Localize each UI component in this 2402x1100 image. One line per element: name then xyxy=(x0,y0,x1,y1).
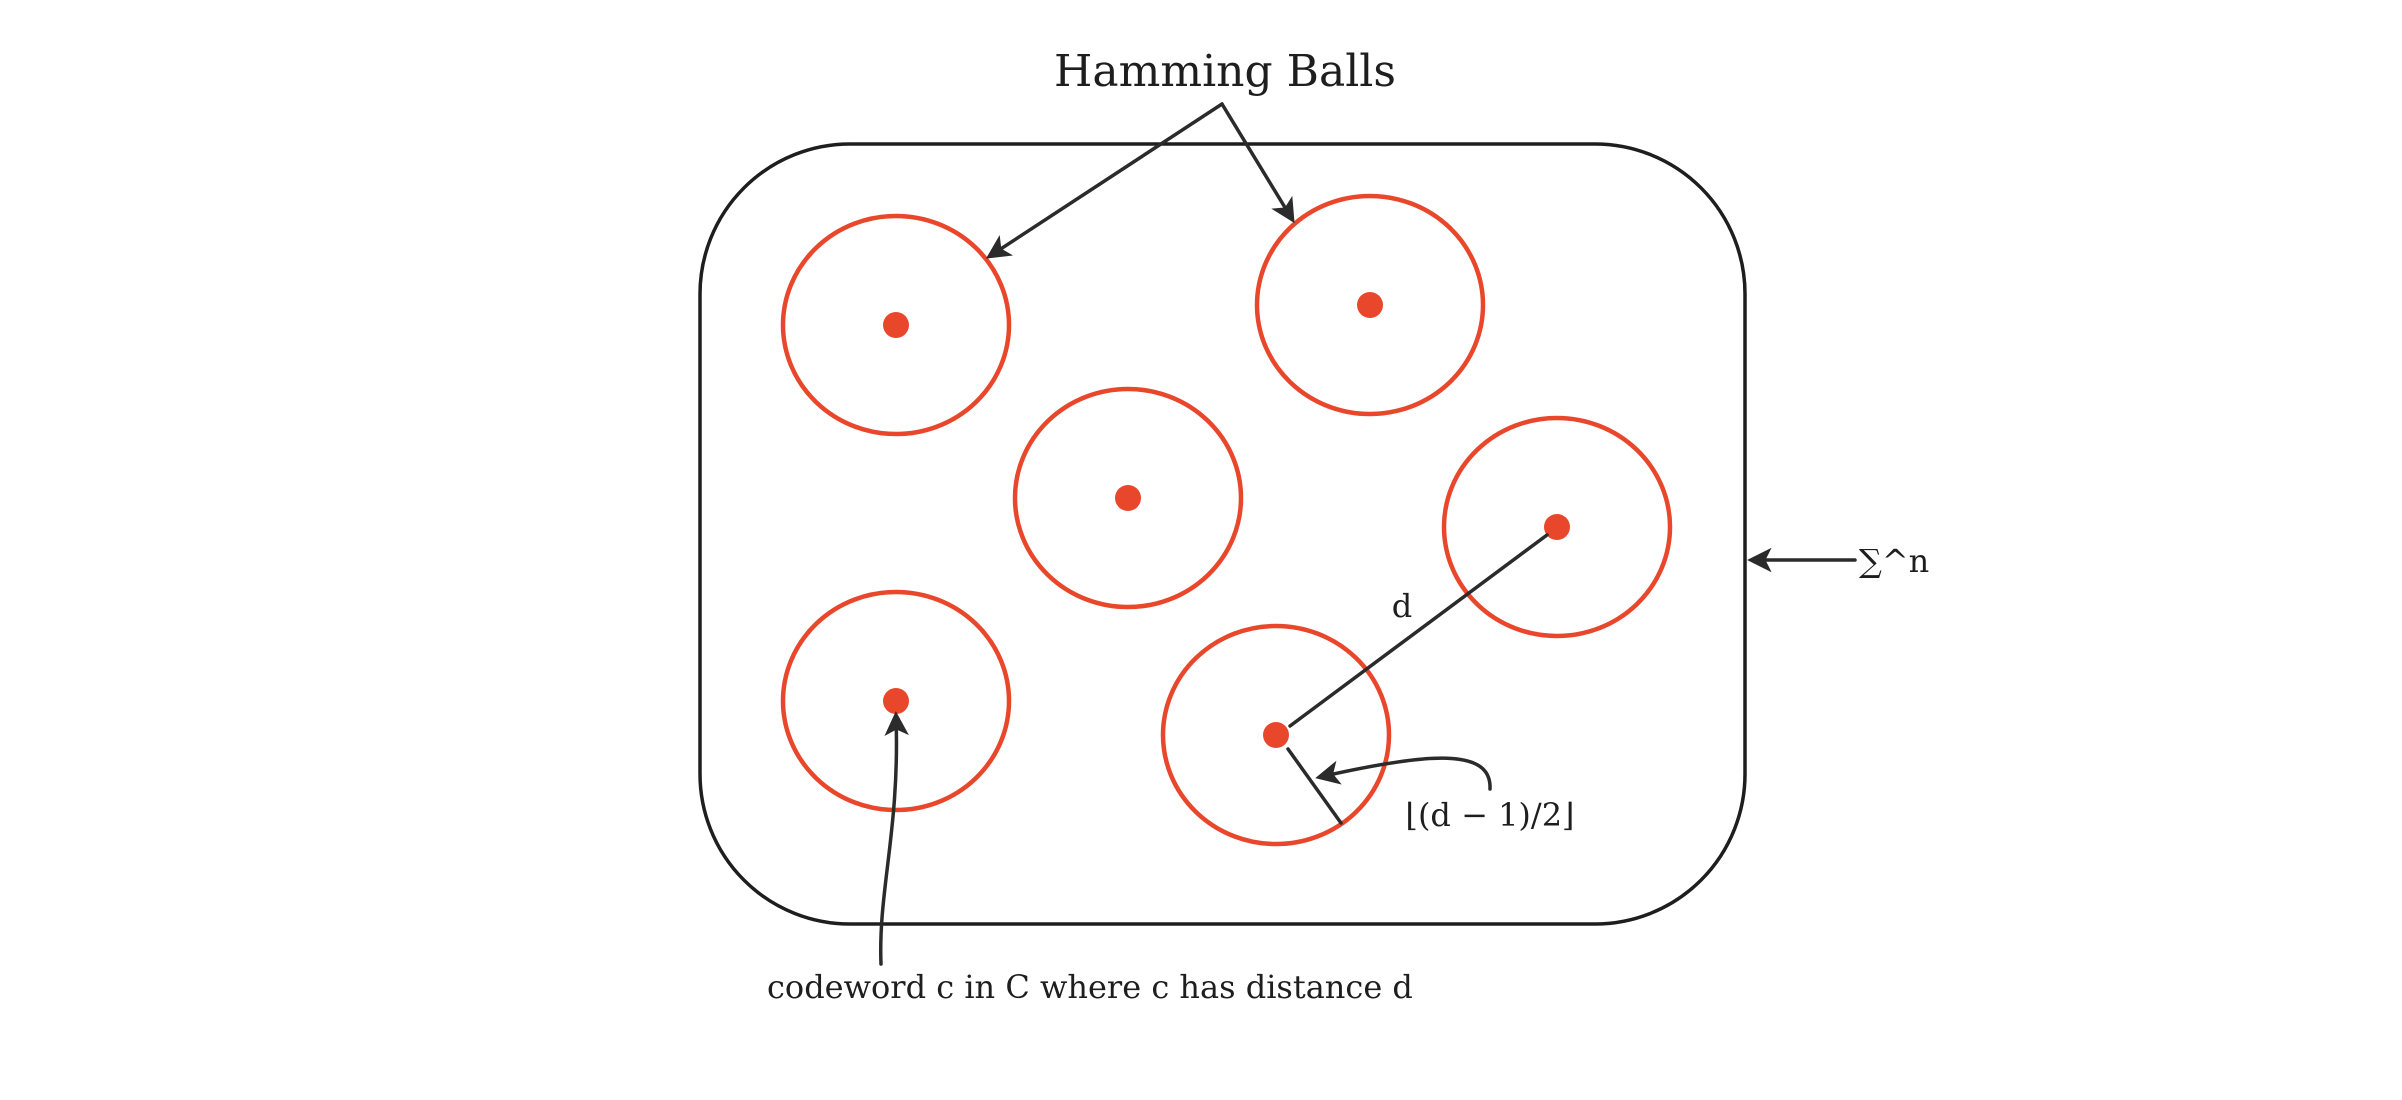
ball-boundary xyxy=(1012,386,1244,610)
title-label: Hamming Balls xyxy=(1054,46,1396,97)
codeword-point xyxy=(1263,722,1289,748)
hamming-ball xyxy=(780,213,1012,437)
codeword-caption: codeword c in C where c has distance d xyxy=(767,968,1413,1006)
radius-label: ⌊(d − 1)/2⌋ xyxy=(1405,796,1574,834)
codeword-point xyxy=(883,312,909,338)
radius-line xyxy=(1286,747,1343,825)
distance-line xyxy=(1288,533,1549,728)
codeword-point xyxy=(1544,514,1570,540)
hamming-ball xyxy=(1441,415,1673,639)
ball-boundary xyxy=(780,213,1012,437)
codeword-point xyxy=(1357,292,1383,318)
title-arrow-left xyxy=(985,102,1224,259)
ball-boundary xyxy=(1254,193,1486,417)
title-arrow-right xyxy=(1220,102,1295,224)
radius-arrow xyxy=(1315,756,1492,791)
ball-boundary xyxy=(1160,623,1392,847)
sigma-n-space-boundary xyxy=(698,142,1747,926)
codeword-point xyxy=(883,688,909,714)
hamming-ball xyxy=(1160,623,1392,847)
codeword-point xyxy=(1115,485,1141,511)
hamming-ball xyxy=(1254,193,1486,417)
codeword-arrow xyxy=(878,711,909,966)
distance-label: d xyxy=(1392,587,1412,625)
sigma-n-label: ∑^n xyxy=(1859,542,1929,580)
ball-boundary xyxy=(1441,415,1673,639)
hamming-ball xyxy=(1012,386,1244,610)
hamming-ball xyxy=(780,589,1012,813)
ball-boundary xyxy=(780,589,1012,813)
